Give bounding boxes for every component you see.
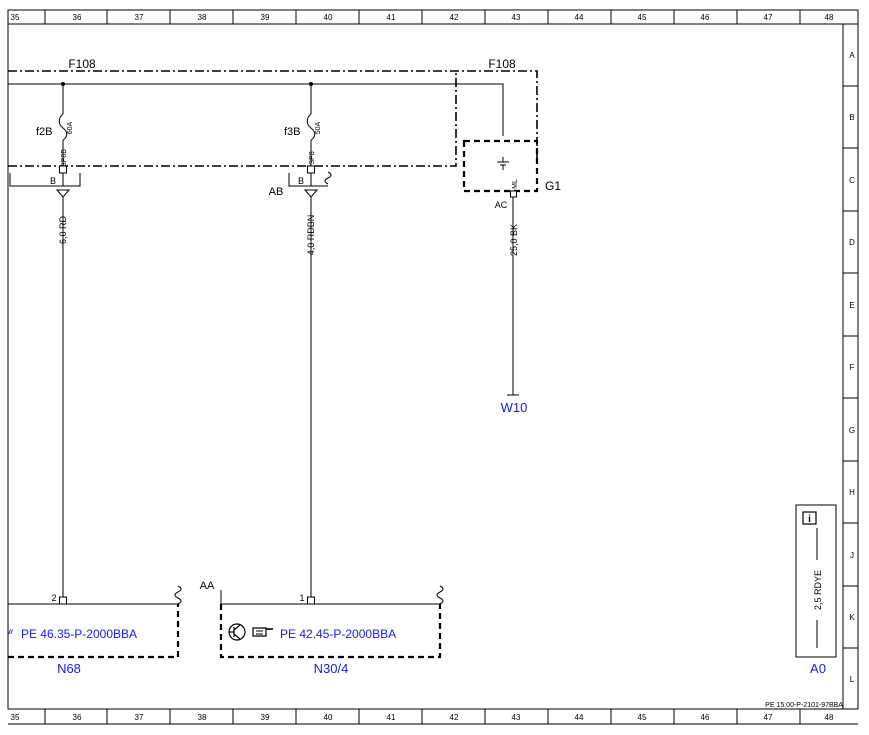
fuse-f2b-symbol [58, 82, 68, 174]
module-n30-4-label[interactable]: N30/4 [314, 661, 349, 676]
row-label-a: A [849, 51, 855, 60]
fuse-box-label-right: F108 [488, 57, 516, 71]
fuse-f2b-pin: SP8B [61, 149, 68, 167]
info-icon[interactable]: i [802, 511, 817, 525]
row-label-e: E [849, 301, 854, 310]
doc-ref: PE 15.00-P-2101-97BBA [765, 702, 843, 709]
fuse-f3b-label: f3B [284, 126, 301, 138]
fuse-f3b-rating: 50A [315, 121, 322, 134]
connector-b-right [288, 171, 332, 187]
col-label-bottom-43: 43 [512, 713, 521, 722]
col-label-bottom-41: 41 [387, 713, 396, 722]
fuse-f2b-label: f2B [36, 126, 53, 138]
fuse-f2b-rating: 60A [67, 121, 74, 134]
row-letters: A B C D E F G H J K L [849, 51, 855, 684]
legend-a0-box [795, 504, 837, 658]
legend-a0-label[interactable]: A0 [810, 661, 826, 676]
col-label-bottom-46: 46 [701, 713, 710, 722]
pointing-hand-icon [252, 627, 273, 637]
fuse-f3b-pin: SP8 [309, 151, 316, 164]
battery-g1-box [462, 139, 539, 193]
wire-25-bk-label: 25,0 BK [509, 224, 519, 256]
module-n68-ref-link[interactable]: ᐥ PE 46.35-P-2000BBA [8, 627, 137, 641]
wire-4-rdbn-label: 4,0 RDBN [306, 215, 316, 256]
module-n30-4-connector-label: AA [200, 580, 215, 592]
battery-terminal [510, 190, 517, 198]
row-label-c: C [849, 176, 855, 185]
col-label-36: 36 [73, 13, 82, 22]
col-label-bottom-39: 39 [261, 713, 270, 722]
ground-w10-link[interactable]: W10 [501, 400, 528, 415]
row-label-h: H [849, 488, 855, 497]
col-label-45: 45 [638, 13, 647, 22]
col-label-46: 46 [701, 13, 710, 22]
col-label-bottom-47: 47 [764, 713, 773, 722]
wire-6-rd-label: 6,0 RD [58, 215, 68, 244]
row-label-d: D [849, 238, 855, 247]
connector-b-right-label: B [298, 176, 304, 186]
module-n68-label[interactable]: N68 [57, 661, 81, 676]
row-label-g: G [849, 426, 855, 435]
battery-connector-label: AC [495, 200, 508, 210]
col-label-38: 38 [198, 13, 207, 22]
column-numbers-top: 35 36 37 38 39 40 41 42 43 44 45 46 47 4… [11, 13, 834, 22]
column-numbers-bottom: 35 36 37 38 39 40 41 42 43 44 45 46 47 4… [11, 713, 834, 722]
row-label-b: B [849, 113, 854, 122]
col-label-44: 44 [575, 13, 584, 22]
col-label-bottom-40: 40 [324, 713, 333, 722]
legend-wire-label: 2,5 RDYE [813, 570, 823, 610]
connector-b-left-label: B [50, 176, 56, 186]
module-n68-pin: 2 [51, 593, 56, 603]
row-label-k: K [849, 613, 855, 622]
col-label-40: 40 [324, 13, 333, 22]
col-label-bottom-42: 42 [450, 713, 459, 722]
col-label-bottom-36: 36 [73, 713, 82, 722]
wire-4-rdbn [303, 189, 319, 600]
col-label-47: 47 [764, 13, 773, 22]
col-label-37: 37 [135, 13, 144, 22]
fuse-box-label-left: F108 [68, 57, 96, 71]
col-label-bottom-38: 38 [198, 713, 207, 722]
col-label-bottom-45: 45 [638, 713, 647, 722]
module-n68-box [8, 585, 182, 659]
row-label-j: J [850, 551, 854, 560]
connector-b-left [9, 173, 81, 187]
transistor-icon [228, 623, 246, 641]
col-label-bottom-35: 35 [11, 713, 20, 722]
module-n30-4-box [219, 585, 444, 659]
battery-g1-label: G1 [545, 179, 561, 193]
col-label-35: 35 [11, 13, 20, 22]
col-label-41: 41 [387, 13, 396, 22]
connector-ab-label: AB [269, 186, 284, 198]
wire-25-bk [507, 197, 519, 396]
row-label-l: L [850, 675, 855, 684]
module-n68-ref[interactable]: PE 46.35-P-2000BBA [21, 627, 137, 641]
legend-wire [812, 528, 822, 648]
module-n30-4-ref-link[interactable]: PE 42.45-P-2000BBA [280, 627, 396, 641]
fuse-f3b-symbol [306, 82, 316, 174]
svg-text:i: i [808, 514, 811, 525]
col-label-43: 43 [512, 13, 521, 22]
column-ticks [44, 10, 801, 724]
col-label-bottom-48: 48 [825, 713, 834, 722]
col-label-42: 42 [450, 13, 459, 22]
battery-pin-label: ML [512, 179, 519, 189]
fuse-box-f108 [8, 70, 538, 167]
wire-6-rd [55, 189, 71, 600]
battery-icon [497, 157, 509, 170]
row-label-f: F [850, 363, 855, 372]
module-n30-4-pin: 1 [299, 593, 304, 603]
col-label-48: 48 [825, 13, 834, 22]
col-label-bottom-37: 37 [135, 713, 144, 722]
row-ticks [843, 85, 858, 649]
col-label-bottom-44: 44 [575, 713, 584, 722]
col-label-39: 39 [261, 13, 270, 22]
